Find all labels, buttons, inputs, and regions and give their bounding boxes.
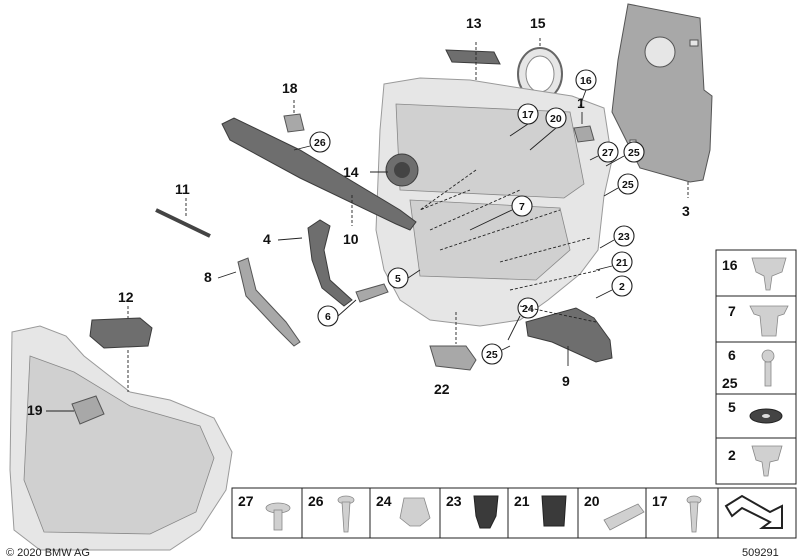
callout-25a: 25 xyxy=(623,141,645,163)
label-8: 8 xyxy=(204,269,212,285)
label-22: 22 xyxy=(434,381,450,397)
label-7: 7 xyxy=(519,201,525,213)
clip-part-18 xyxy=(283,113,305,133)
label-6: 6 xyxy=(325,311,331,323)
label-14: 14 xyxy=(343,164,359,180)
side-legend: 16 7 6 25 5 2 xyxy=(715,249,797,485)
label-21: 21 xyxy=(616,257,628,269)
side-legend-16: 16 xyxy=(722,257,738,273)
side-legend-25: 25 xyxy=(722,375,738,391)
callout-5: 5 xyxy=(387,267,409,289)
label-12: 12 xyxy=(118,289,134,305)
callout-2: 2 xyxy=(611,275,633,297)
callout-25c: 25 xyxy=(481,343,503,365)
bottom-legend-27: 27 xyxy=(238,493,254,509)
label-5: 5 xyxy=(395,273,401,285)
armrest-strip-part xyxy=(221,117,417,231)
side-legend-5: 5 xyxy=(728,399,736,415)
callout-26: 26 xyxy=(309,131,331,153)
cover-part xyxy=(429,345,477,371)
label-18: 18 xyxy=(282,80,298,96)
callout-16: 16 xyxy=(575,69,597,91)
label-15: 15 xyxy=(530,15,546,31)
label-2: 2 xyxy=(619,281,625,293)
bottom-legend-21: 21 xyxy=(514,493,530,509)
armrest-part xyxy=(525,307,613,363)
label-16: 16 xyxy=(580,75,592,87)
side-legend-6: 6 xyxy=(728,347,736,363)
callout-17: 17 xyxy=(517,103,539,125)
bottom-legend-17: 17 xyxy=(652,493,668,509)
callout-7: 7 xyxy=(511,195,533,217)
insulation-mat-part xyxy=(611,3,713,183)
label-3: 3 xyxy=(682,203,690,219)
label-24: 24 xyxy=(522,303,534,315)
label-25c: 25 xyxy=(486,349,498,361)
door-carrier-panel xyxy=(9,325,233,551)
bottom-legend-20: 20 xyxy=(584,493,600,509)
clip-part-1 xyxy=(573,125,595,143)
callout-20: 20 xyxy=(545,107,567,129)
callout-6: 6 xyxy=(317,305,339,327)
side-legend-7: 7 xyxy=(728,303,736,319)
label-4: 4 xyxy=(263,231,271,247)
callout-24: 24 xyxy=(517,297,539,319)
label-20: 20 xyxy=(550,113,562,125)
tweeter-grille-part xyxy=(445,49,501,65)
door-trim-panel xyxy=(375,77,613,327)
callout-25b: 25 xyxy=(617,173,639,195)
bottom-legend-23: 23 xyxy=(446,493,462,509)
label-23: 23 xyxy=(618,231,630,243)
side-legend-2: 2 xyxy=(728,447,736,463)
callout-23: 23 xyxy=(613,225,635,247)
label-27: 27 xyxy=(602,147,614,159)
pull-handle-part xyxy=(307,219,389,307)
callout-21: 21 xyxy=(611,251,633,273)
bottom-legend-26: 26 xyxy=(308,493,324,509)
label-26: 26 xyxy=(314,137,326,149)
label-10: 10 xyxy=(343,231,359,247)
label-25b: 25 xyxy=(622,179,634,191)
label-9: 9 xyxy=(562,373,570,389)
label-11: 11 xyxy=(175,181,190,197)
switch-panel-part xyxy=(89,317,153,349)
label-25a: 25 xyxy=(628,147,640,159)
label-13: 13 xyxy=(466,15,482,31)
callout-27: 27 xyxy=(597,141,619,163)
diagram-number: 509291 xyxy=(742,547,779,559)
grip-part xyxy=(237,257,301,347)
label-17: 17 xyxy=(522,109,534,121)
label-19: 19 xyxy=(27,402,43,418)
bottom-legend-24: 24 xyxy=(376,493,392,509)
copyright-text: © 2020 BMW AG xyxy=(6,547,90,559)
bottom-legend: 27 26 24 23 21 20 17 xyxy=(231,487,797,539)
